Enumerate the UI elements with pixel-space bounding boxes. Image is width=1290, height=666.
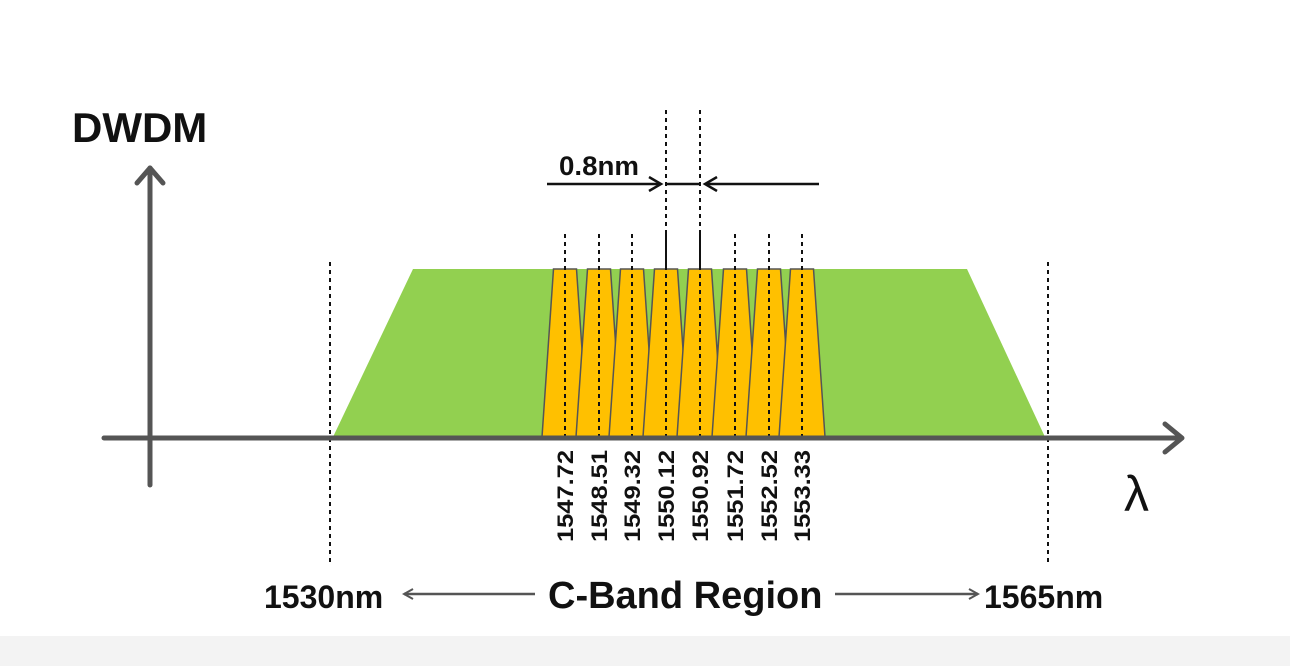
spacing-label: 0.8nm	[559, 151, 639, 181]
channel-group: 1547.72 1548.51 1549.32 1550.12 1550.92 1551.…	[541, 234, 826, 542]
band-start-label: 1530nm	[264, 579, 383, 615]
channel-wavelength-label: 1548.51	[587, 450, 612, 542]
band-end-label: 1565nm	[984, 579, 1103, 615]
band-region-label: C-Band Region	[548, 575, 822, 617]
channel-wavelength-label: 1549.32	[620, 450, 645, 542]
channel-wavelength-label: 1547.72	[553, 450, 578, 542]
y-axis-arrow-icon	[134, 165, 166, 186]
channel-wavelength-label: 1550.12	[654, 450, 679, 542]
channel-wavelength-label: 1551.72	[723, 450, 748, 542]
footer-strip	[0, 636, 1290, 666]
channel-wavelength-label: 1552.52	[757, 450, 782, 542]
channel-wavelength-label: 1553.33	[790, 450, 815, 542]
channel-wavelength-label: 1550.92	[688, 450, 713, 542]
x-axis-symbol: λ	[1124, 466, 1149, 522]
diagram-title: DWDM	[72, 104, 207, 151]
x-axis-arrow-icon	[1162, 421, 1185, 455]
